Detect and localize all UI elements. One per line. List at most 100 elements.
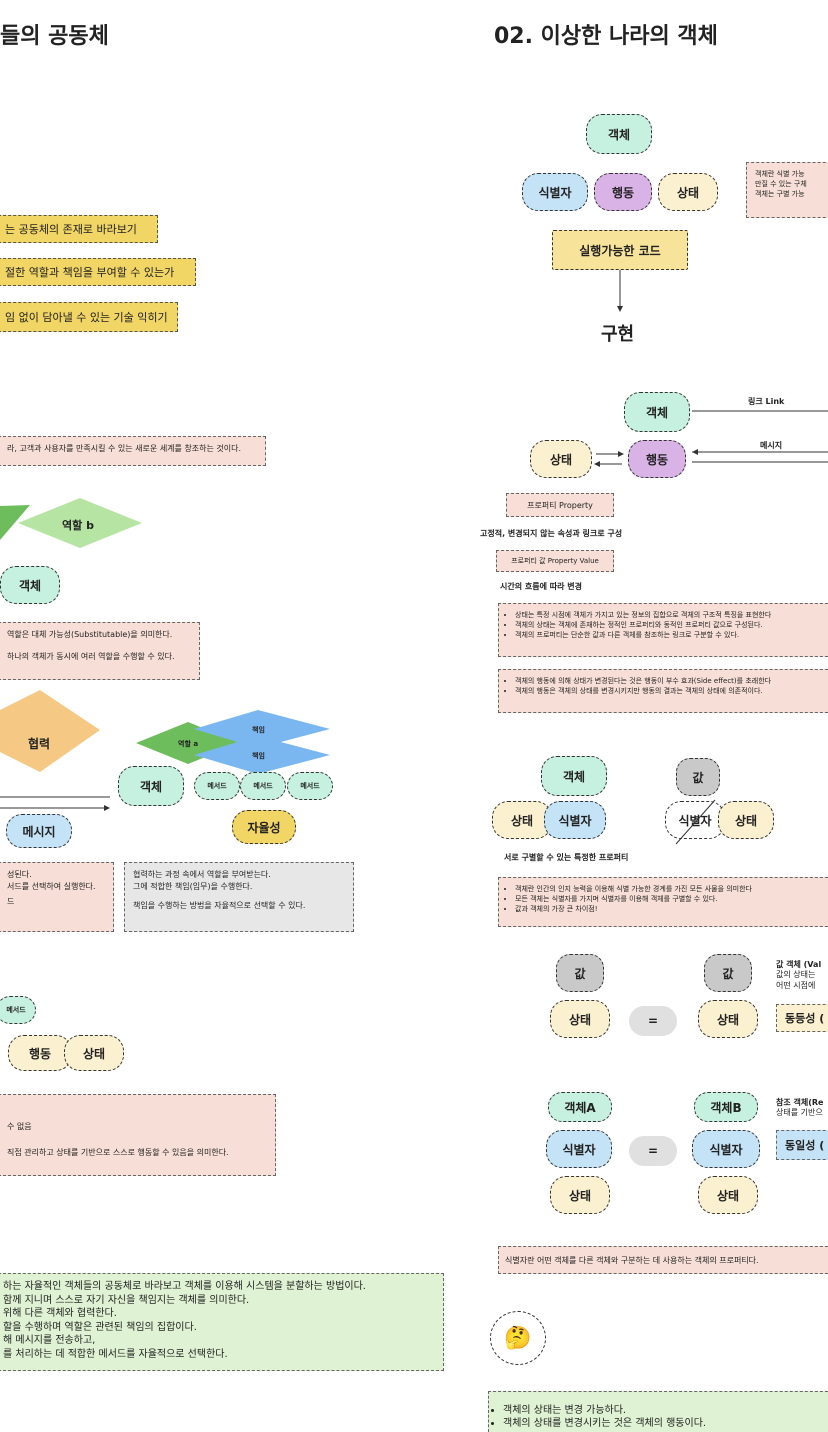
d1-note-2: 만질 수 있는 구체: [755, 180, 807, 189]
d1-note-1: 객체란 식별 가능: [755, 170, 805, 178]
yellow-bar-1: 는 공동체의 존재로 바라보기: [0, 215, 158, 243]
identity-note-2: 모든 객체는 식별자를 가지며 식별자를 이용해 객체를 구별할 수 있다.: [515, 894, 828, 904]
identity-note-1: 객체란 인간의 인지 능력을 이용해 식별 가능한 경계를 가진 모든 사물을 …: [515, 884, 828, 894]
d2-property-value-desc: 시간의 흐름에 따라 변경: [500, 582, 582, 591]
d1-note-3: 객체는 구별 가능: [755, 190, 805, 199]
d4-desc-1: 값 객체 (Val: [776, 960, 822, 969]
d2-property-desc: 고정적, 변경되지 않는 속성과 링크로 구성: [480, 529, 623, 538]
left-object-node-2: 객체: [118, 766, 184, 806]
d2-link-label: 링크 Link: [748, 397, 785, 406]
right-section-title: 02. 이상한 나라의 객체: [494, 24, 718, 49]
note-mid-left-3: 드: [7, 897, 15, 907]
d4-value-node-1: 값: [556, 954, 604, 992]
d5-id-node-1: 식별자: [546, 1130, 612, 1168]
identity-note-3: 값과 객체의 가장 큰 차이점!: [515, 904, 828, 914]
state-note: 상태는 특정 시점에 객체가 가지고 있는 정보의 집합으로 객체의 구조적 특…: [498, 603, 828, 657]
pink-lower-2: 직접 관리하고 상태를 기반으로 스스로 행동할 수 있음을 의미한다.: [7, 1147, 229, 1157]
intro-note: 라, 고객과 사용자를 만족시킬 수 있는 새로운 세계를 창조하는 것이다.: [0, 436, 266, 466]
summary-5: 해 메시지를 전송하고,: [3, 1335, 96, 1346]
autonomy-node: 자율성: [232, 810, 296, 844]
method-small-node: 메서드: [0, 996, 36, 1024]
d5-equals: =: [629, 1136, 677, 1166]
bottom-note-2: 객체의 상태를 변경시키는 것은 객체의 행동이다.: [503, 1417, 828, 1430]
role-b-label: 역할 b: [62, 519, 94, 532]
summary-1: 하는 자율적인 객체들의 공동체로 바라보고 객체를 이용해 시스템을 분할하는…: [3, 1281, 366, 1292]
d3-object-node: 객체: [541, 756, 607, 796]
collab-label: 협력: [28, 737, 51, 751]
yellow-bar-3: 임 없이 담아낼 수 있는 기술 익히기: [0, 302, 178, 332]
left-behavior-node: 행동: [8, 1035, 72, 1071]
d4-equality-tag: 동등성 (: [776, 1004, 828, 1032]
d2-property-tag: 프로퍼티 Property: [506, 493, 614, 517]
state-note-1: 상태는 특정 시점에 객체가 가지고 있는 정보의 집합으로 객체의 구조적 특…: [515, 610, 828, 620]
message-node: 메시지: [6, 814, 72, 848]
note-mid-left-1: 성된다.: [7, 870, 32, 879]
note-mid-left: 성된다. 서드를 선택하여 실행한다. 드: [0, 862, 114, 932]
side-note-2: 객체의 행동은 객체의 상태를 변경시키지만 행동의 결과는 객체의 상태에 의…: [515, 686, 828, 696]
thinking-face-icon: 🤔: [504, 1325, 532, 1351]
d3-value-node: 값: [676, 758, 720, 796]
d5-ref-object-desc: 참조 객체(Re 상태를 기반으: [776, 1098, 823, 1119]
d5-identity-tag: 동일성 (: [776, 1130, 828, 1160]
summary-3: 위해 다른 객체와 협력한다.: [3, 1308, 117, 1319]
d2-property-value-tag: 프로퍼티 값 Property Value: [496, 550, 614, 572]
d5-desc-2: 상태를 기반으: [776, 1108, 823, 1118]
note-mid-right-2: 그에 적합한 책임(임무)을 수행한다.: [133, 881, 253, 891]
d1-note: 객체란 식별 가능 만질 수 있는 구체 객체는 구별 가능: [746, 162, 828, 218]
state-note-2: 객체의 상태는 객체에 존재하는 정적인 프로퍼티와 동적인 프로퍼티 값으로 …: [515, 620, 828, 630]
method-node-1: 메서드: [194, 772, 240, 800]
d5-state-node-2: 상태: [698, 1176, 758, 1214]
d2-object-node: 객체: [624, 392, 690, 432]
d5-objB-node: 객체B: [694, 1092, 758, 1122]
method-node-3: 메서드: [287, 772, 333, 800]
d4-value-object-desc: 값 객체 (Val 값의 상태는 어떤 시점에: [776, 960, 821, 991]
role-note: 역할은 대체 가능성(Substitutable)을 의미한다. 하나의 객체가…: [0, 622, 200, 680]
d1-behavior-node: 행동: [594, 173, 652, 211]
note-mid-right-1: 협력하는 과정 속에서 역할을 부여받는다.: [133, 870, 271, 879]
d5-objA-node: 객체A: [548, 1092, 612, 1122]
note-mid-right-3: 책임을 수행하는 방법을 자율적으로 선택할 수 있다.: [133, 901, 306, 911]
d1-identifier-node: 식별자: [522, 173, 588, 211]
summary-2: 함께 지니며 스스로 자기 자신을 책임지는 객체를 의미한다.: [3, 1294, 250, 1306]
role-note-line-2: 하나의 객체가 동시에 여러 역할을 수행할 수 있다.: [7, 651, 175, 661]
method-node-2: 메서드: [240, 772, 286, 800]
d1-code-node: 실행가능한 코드: [552, 230, 688, 270]
bottom-note-1: 객체의 상태는 변경 가능하다.: [503, 1404, 828, 1417]
d3-identifier-node: 식별자: [544, 801, 606, 839]
resp-label-1: 책임: [252, 726, 265, 734]
d2-state-node: 상태: [530, 440, 592, 478]
note-mid-right: 협력하는 과정 속에서 역할을 부여받는다. 그에 적합한 책임(임무)을 수행…: [124, 862, 354, 932]
state-note-3: 객체의 프로퍼티는 단순한 값과 다른 객체를 참조하는 링크로 구분할 수 있…: [515, 630, 828, 640]
yellow-bar-2: 절한 역할과 책임을 부여할 수 있는가: [0, 258, 196, 286]
thinking-emoji: 🤔: [490, 1311, 546, 1365]
d1-object-node: 객체: [586, 114, 652, 154]
d4-desc-2: 값의 상태는: [776, 970, 816, 980]
resp-label-2: 책임: [252, 752, 265, 760]
identity-note: 객체란 인간의 인지 능력을 이용해 식별 가능한 경계를 가진 모든 사물을 …: [498, 877, 828, 927]
d2-behavior-node: 행동: [628, 440, 686, 478]
d5-desc-1: 참조 객체(Re: [776, 1098, 824, 1107]
pink-lower-1: 수 없음: [7, 1122, 32, 1131]
role-a-label: 역할 a: [178, 740, 199, 748]
d3-identifier-node-2: 식별자: [665, 801, 725, 839]
left-section-title: 들의 공동체: [0, 24, 109, 49]
d4-equals: =: [629, 1006, 677, 1036]
summary-6: 를 처리하는 데 적합한 메서드를 자율적으로 선택한다.: [3, 1348, 228, 1360]
d4-desc-3: 어떤 시점에: [776, 980, 816, 990]
bottom-note: 객체의 상태는 변경 가능하다. 객체의 상태를 변경시키는 것은 객체의 행동…: [488, 1391, 828, 1432]
d3-caption: 서로 구별할 수 있는 특정한 프로퍼티: [504, 853, 629, 862]
d3-state-node-2: 상태: [718, 801, 774, 839]
pink-lower-note: 수 없음 직접 관리하고 상태를 기반으로 스스로 행동할 수 있음을 의미한다…: [0, 1094, 276, 1176]
d4-value-node-2: 값: [704, 954, 752, 992]
d1-state-node: 상태: [658, 173, 718, 211]
d4-state-node-1: 상태: [550, 1000, 610, 1038]
summary-note: 하는 자율적인 객체들의 공동체로 바라보고 객체를 이용해 시스템을 분할하는…: [0, 1273, 444, 1371]
id-property-note: 식별자란 어떤 객체를 다른 객체와 구분하는 데 사용하는 객체의 프로퍼티다…: [498, 1246, 828, 1274]
role-note-line-1: 역할은 대체 가능성(Substitutable)을 의미한다.: [7, 630, 173, 639]
note-mid-left-2: 서드를 선택하여 실행한다.: [7, 881, 96, 891]
side-note-1: 객체의 행동에 의해 상태가 변경된다는 것은 행동이 부수 효과(Side e…: [515, 676, 828, 686]
